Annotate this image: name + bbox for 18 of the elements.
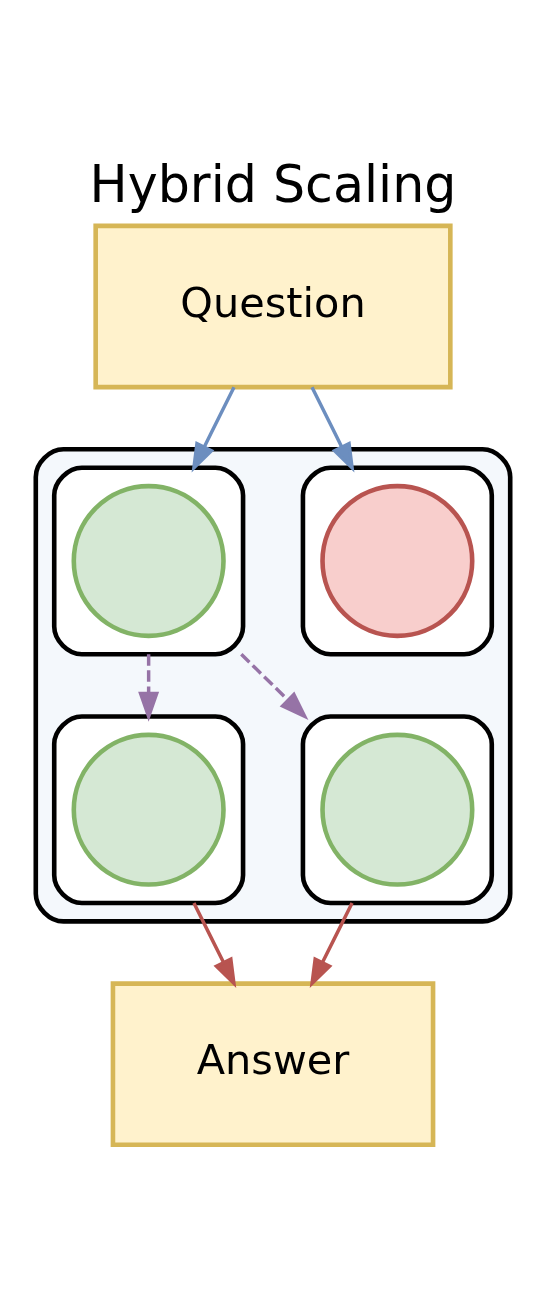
- arrow: [240, 653, 309, 721]
- node-circle: [320, 732, 475, 887]
- cluster: [300, 465, 495, 657]
- arrow: [310, 386, 355, 473]
- cluster: [51, 465, 246, 657]
- cluster: [300, 714, 495, 906]
- arrow: [192, 902, 237, 988]
- arrow: [309, 902, 354, 988]
- node-circle: [71, 732, 226, 887]
- arrow: [191, 386, 236, 473]
- diagram-title: Hybrid Scaling: [89, 154, 457, 214]
- cluster: [33, 447, 513, 924]
- arrow: [138, 654, 160, 722]
- node-box: Answer: [110, 981, 436, 1148]
- cluster: [51, 714, 246, 906]
- node-box: Question: [93, 223, 453, 390]
- node-circle: [320, 483, 475, 639]
- node-circle: [71, 483, 226, 639]
